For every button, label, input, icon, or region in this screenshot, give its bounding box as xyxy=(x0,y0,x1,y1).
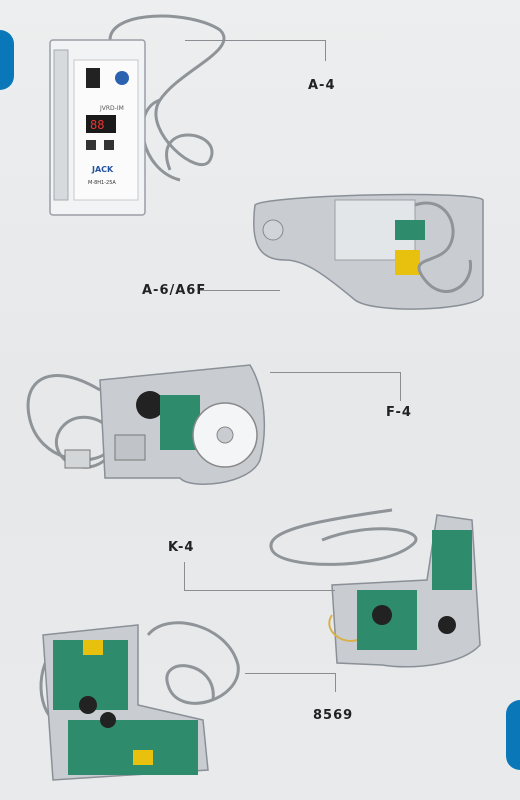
a4-brand-logo: JACK xyxy=(91,165,114,174)
label-a6-a6f: A-6/A6F xyxy=(142,283,207,298)
label-8569: 8569 xyxy=(313,708,354,723)
a4-control-box-image: JVRD-IM 88 JACK M-8H1-25A xyxy=(49,14,226,216)
blue-corner-accent xyxy=(0,30,14,90)
label-f4: F-4 xyxy=(386,405,412,420)
leader-line-a4 xyxy=(185,40,326,61)
label-k4: K-4 xyxy=(168,540,195,555)
a4-model-text: M-8H1-25A xyxy=(88,180,116,186)
leader-line-f4 xyxy=(270,372,401,401)
label-a4: A-4 xyxy=(308,78,336,93)
leader-line-8569 xyxy=(245,673,336,692)
f4-motor-controller-image xyxy=(26,364,266,485)
a4-led-display: 88 xyxy=(90,118,104,132)
a4-panel-text: JVRD-IM xyxy=(99,105,124,112)
8569-motor-controller-image xyxy=(39,621,240,781)
leader-line-a6 xyxy=(200,290,280,291)
blue-corner-accent xyxy=(506,700,520,770)
k4-motor-controller-image xyxy=(269,508,481,668)
a6-motor-controller-image xyxy=(253,193,484,310)
leader-line-k4 xyxy=(184,562,335,591)
